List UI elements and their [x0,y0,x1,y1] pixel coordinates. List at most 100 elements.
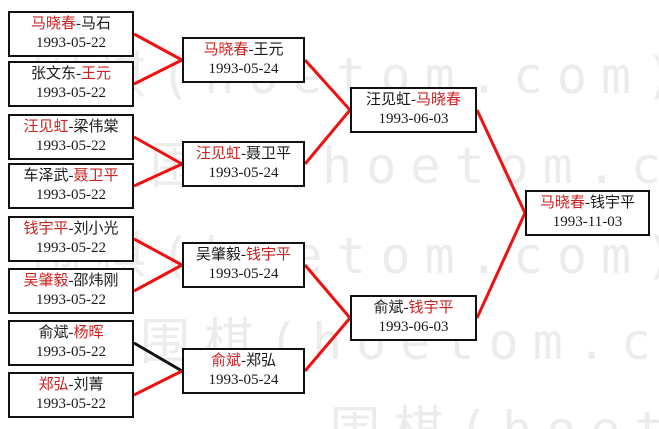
player-2: 杨晖 [73,325,104,341]
connector-line [133,32,183,62]
match-box-final[interactable]: 马晓春-钱宇平 1993-11-03 [525,190,650,236]
player-2: 刘菁 [73,377,104,393]
separator: - [68,168,74,184]
match-box-r1-6[interactable]: 吴肇毅-邵炜刚 1993-05-22 [8,268,134,314]
separator: - [68,273,74,289]
player-1: 吴肇毅 [23,273,69,289]
match-players: 吴肇毅-钱宇平 [196,246,291,265]
player-2: 王元 [253,42,284,58]
match-box-sf-1[interactable]: 汪见虹-马晓春 1993-06-03 [350,87,477,133]
connector-line [303,109,352,165]
connector-line [475,109,527,214]
match-date: 1993-11-03 [552,214,623,230]
player-1: 钱宇平 [23,221,69,237]
player-1: 俞斌 [210,353,241,369]
player-1: 俞斌 [38,325,69,341]
match-players: 马晓春-王元 [203,41,283,60]
match-box-r1-5[interactable]: 钱宇平-刘小光 1993-05-22 [8,216,134,262]
connector-line [303,317,352,372]
match-date: 1993-05-24 [208,266,279,282]
match-box-r1-7[interactable]: 俞斌-杨晖 1993-05-22 [8,320,134,366]
player-2: 马晓春 [416,92,462,108]
separator: - [241,146,246,162]
match-players: 汪见虹-马晓春 [366,91,461,110]
separator: - [76,66,81,82]
player-2: 钱宇平 [590,195,636,211]
match-box-r2-4[interactable]: 俞斌-郑弘 1993-05-24 [182,348,305,394]
separator: - [68,325,74,341]
player-2: 刘小光 [73,221,119,237]
separator: - [76,16,81,32]
player-1: 汪见虹 [23,119,69,135]
match-players: 马晓春-马石 [31,15,111,34]
separator: - [403,300,409,316]
match-players: 俞斌-钱宇平 [373,299,453,318]
player-2: 王元 [81,66,112,82]
connector-line [133,263,183,293]
separator: - [585,195,590,211]
player-2: 邵炜刚 [73,273,119,289]
separator: - [68,377,74,393]
player-1: 马晓春 [539,195,585,211]
match-box-r2-2[interactable]: 汪见虹-聂卫平 1993-05-24 [182,141,305,187]
match-players: 汪见虹-梁伟棠 [23,118,118,137]
match-date: 1993-06-03 [378,111,449,127]
connector-line [133,58,183,86]
match-date: 1993-05-22 [36,187,106,203]
separator: - [248,42,254,58]
match-players: 张文东-王元 [31,65,111,84]
match-players: 汪见虹-聂卫平 [196,145,291,164]
match-box-r1-8[interactable]: 郑弘-刘菁 1993-05-22 [8,372,134,418]
match-box-sf-2[interactable]: 俞斌-钱宇平 1993-06-03 [350,295,477,341]
match-box-r1-3[interactable]: 汪见虹-梁伟棠 1993-05-22 [8,114,134,160]
player-2: 钱宇平 [246,247,292,263]
player-1: 车泽武 [23,168,69,184]
match-date: 1993-05-24 [208,61,279,77]
player-2: 郑弘 [246,353,277,369]
player-1: 汪见虹 [195,146,241,162]
match-date: 1993-05-22 [36,292,106,308]
match-box-r2-3[interactable]: 吴肇毅-钱宇平 1993-05-24 [182,242,305,288]
match-players: 马晓春-钱宇平 [540,194,635,213]
connector-line [133,162,183,188]
separator: - [241,247,246,263]
match-date: 1993-05-24 [208,372,279,388]
player-2: 聂卫平 [246,146,292,162]
connector-line [475,212,527,319]
match-players: 俞斌-杨晖 [38,324,103,343]
player-1: 汪见虹 [365,92,411,108]
match-players: 俞斌-郑弘 [211,352,276,371]
match-date: 1993-05-22 [36,85,106,101]
player-1: 俞斌 [373,300,404,316]
connector-line [133,369,183,397]
match-players: 吴肇毅-邵炜刚 [23,272,118,291]
player-2: 马石 [81,16,112,32]
match-date: 1993-05-22 [36,240,106,256]
match-date: 1993-05-22 [36,396,106,412]
connector-line-black [133,341,183,373]
match-box-r1-4[interactable]: 车泽武-聂卫平 1993-05-22 [8,163,134,209]
player-1: 吴肇毅 [195,247,241,263]
match-date: 1993-05-24 [208,165,279,181]
match-date: 1993-06-03 [378,319,449,335]
match-box-r1-2[interactable]: 张文东-王元 1993-05-22 [8,61,134,107]
connector-line [133,135,183,166]
player-1: 马晓春 [30,16,76,32]
separator: - [68,221,74,237]
player-1: 张文东 [30,66,76,82]
match-players: 郑弘-刘菁 [38,376,103,395]
connector-line [133,237,183,267]
player-2: 钱宇平 [408,300,454,316]
match-players: 钱宇平-刘小光 [23,220,118,239]
match-date: 1993-05-22 [36,344,106,360]
separator: - [411,92,416,108]
player-1: 郑弘 [38,377,69,393]
connector-line [303,58,352,112]
connector-line [303,264,352,319]
match-box-r2-1[interactable]: 马晓春-王元 1993-05-24 [182,37,305,83]
player-1: 马晓春 [203,42,249,58]
match-box-r1-1[interactable]: 马晓春-马石 1993-05-22 [8,11,134,57]
player-2: 聂卫平 [73,168,119,184]
